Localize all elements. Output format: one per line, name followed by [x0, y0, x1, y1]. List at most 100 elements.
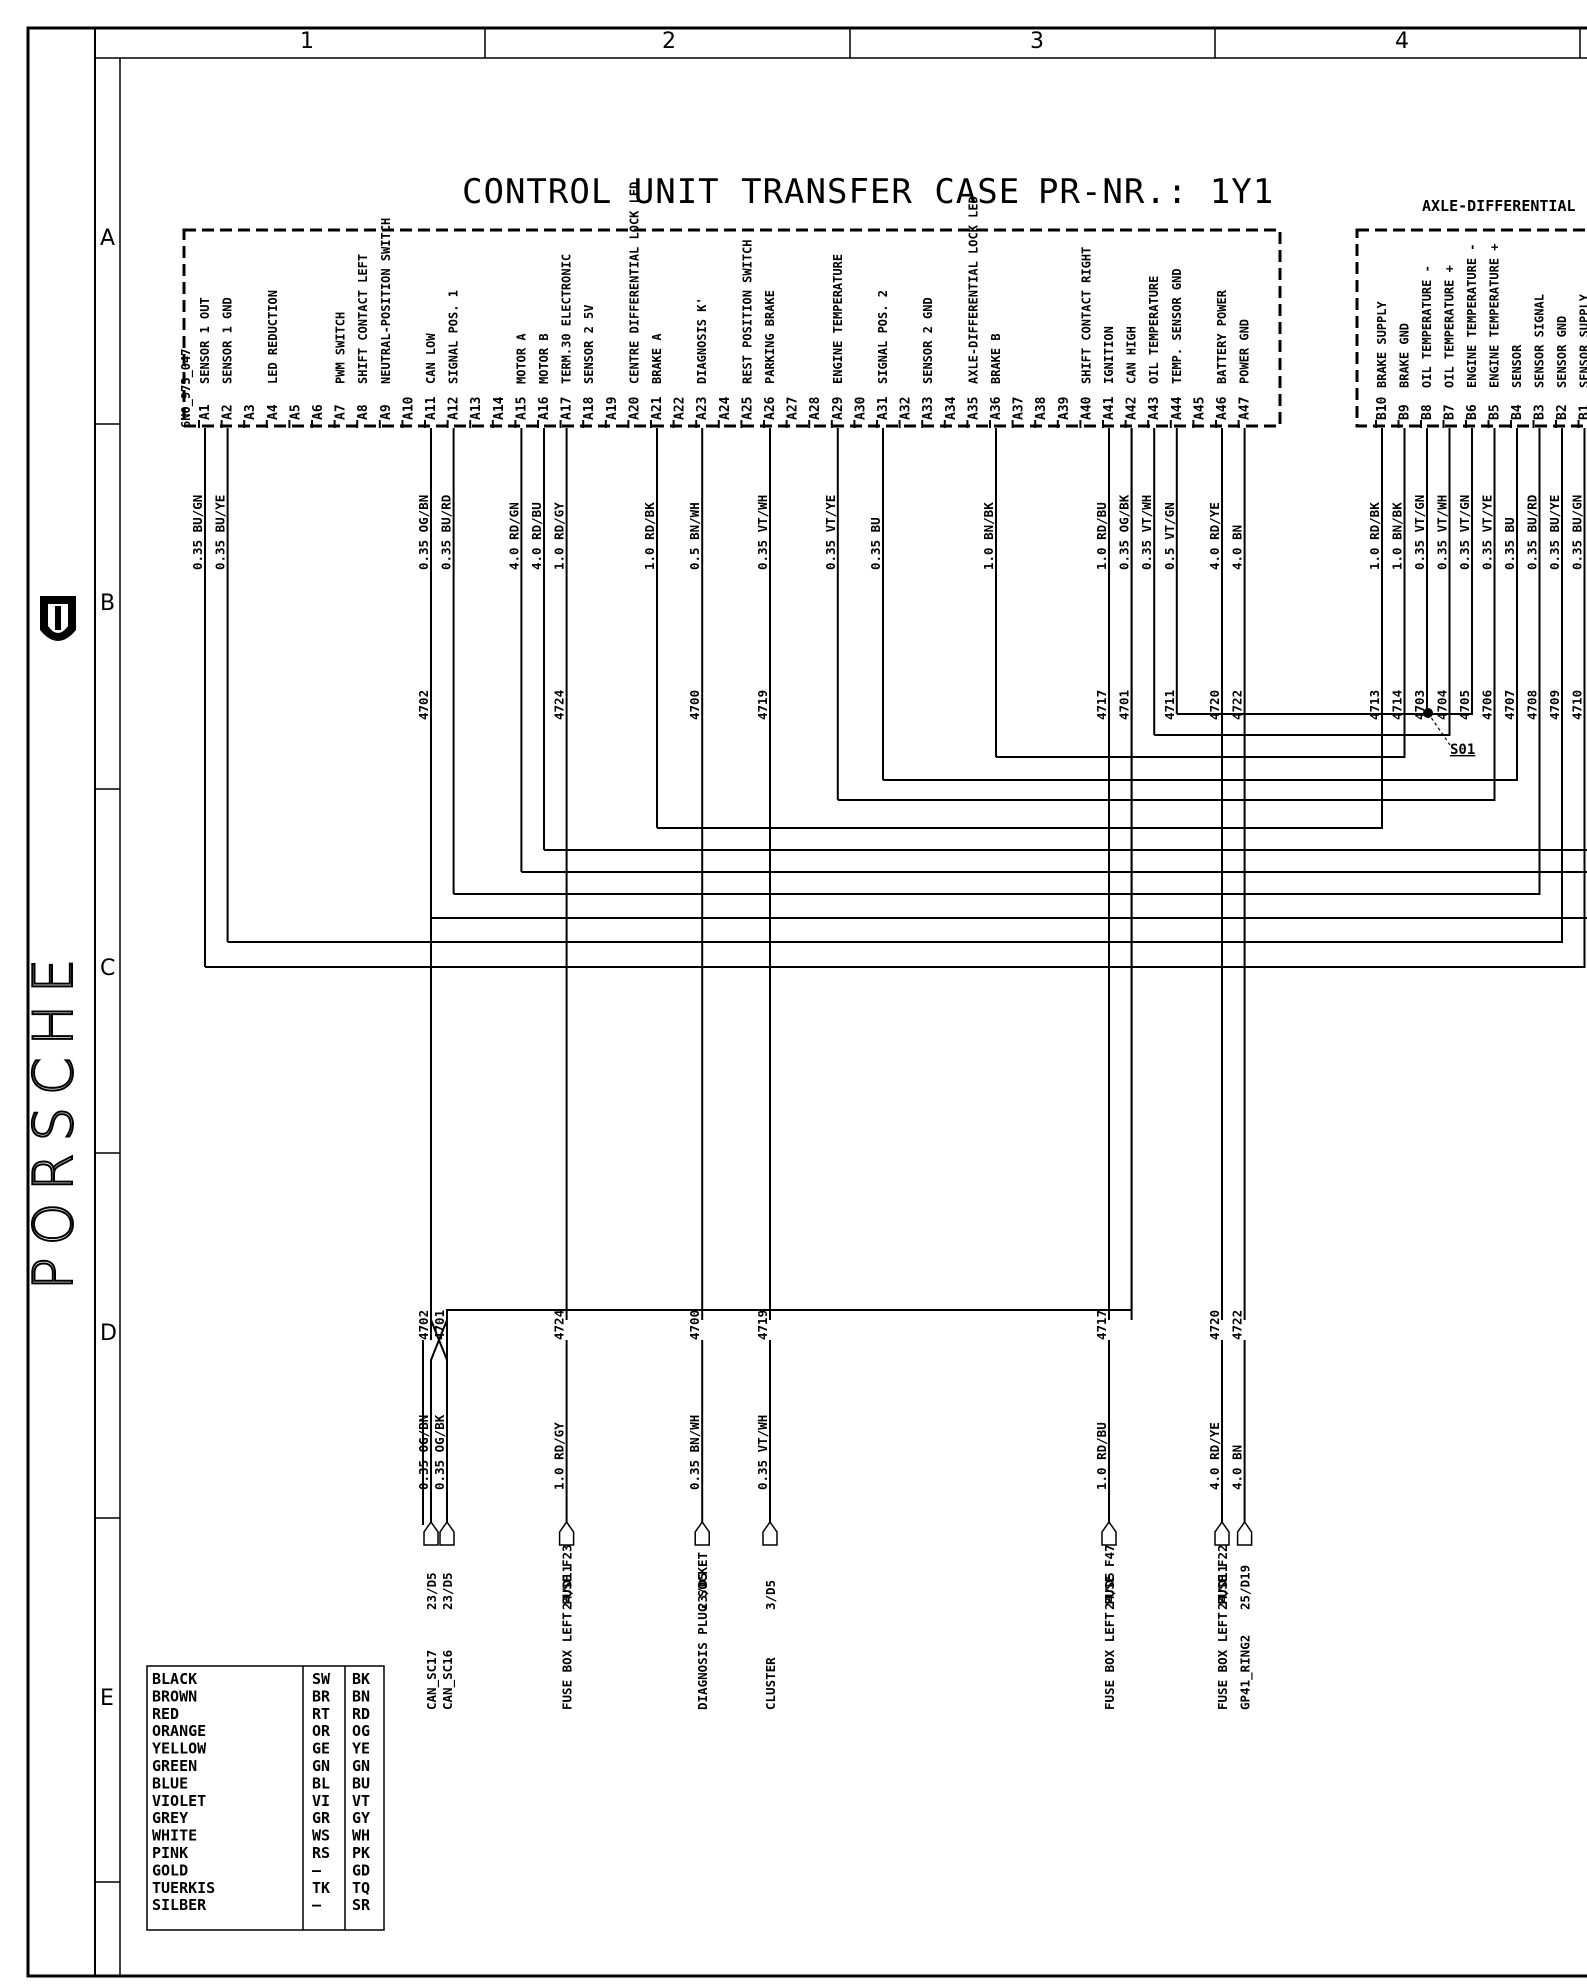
legend-color-name: RED: [152, 1705, 179, 1723]
wire-link: [205, 428, 1586, 968]
pin-number: A22: [673, 397, 688, 420]
right-pin-number: B10: [1375, 396, 1390, 420]
splice-leader: [1427, 712, 1451, 746]
pin-number: A46: [1215, 396, 1230, 420]
pin-number: A34: [944, 396, 959, 420]
wire-number: 4711: [1162, 690, 1177, 720]
pin-number: A42: [1125, 397, 1140, 420]
pin-label: BRAKE B: [989, 333, 1003, 384]
wire-label: 0.35 BU/RD: [439, 495, 454, 570]
pin-number: A17: [560, 397, 575, 420]
pin-number: A8: [356, 404, 371, 420]
wire-number: 4720: [1207, 690, 1222, 720]
porsche-logo: PORSCHE: [22, 947, 85, 1290]
wire-number: 4719: [755, 690, 770, 720]
pin-label: MOTOR B: [537, 333, 551, 384]
pin-label: SHIFT CONTACT LEFT: [356, 254, 370, 384]
wire-label: 1.0 RD/BU: [1094, 502, 1109, 570]
wire-label: 1.0 RD/BK: [642, 502, 657, 570]
right-pin-label: ENGINE TEMPERATURE +: [1488, 244, 1502, 389]
wire-label: 1.0 BN/BK: [981, 502, 996, 570]
legend-color-name: BROWN: [152, 1687, 197, 1705]
pin-number: A15: [514, 397, 529, 420]
wire-link: [227, 428, 1563, 943]
pin-label: AXLE-DIFFERENTIAL LOCK LED: [966, 196, 980, 384]
pin-label: ENGINE TEMPERATURE: [831, 254, 845, 384]
pin-number: A3: [243, 404, 258, 420]
right-wire-number: 4709: [1547, 690, 1562, 720]
legend-color-name: YELLOW: [152, 1740, 207, 1758]
right-wire-label: 0.35 BU/RD: [1525, 495, 1540, 570]
right-wire-label: 1.0 BN/BK: [1390, 502, 1405, 570]
wire-link: [996, 428, 1406, 758]
pin-number: A14: [492, 396, 507, 420]
right-pin-label: SENSOR: [1510, 344, 1524, 388]
connector-box-right: [1355, 228, 1587, 428]
wire-label: 0.5 BN/WH: [687, 502, 702, 570]
wire-number: 4717: [1094, 690, 1109, 720]
wire-link: [657, 428, 1383, 829]
pin-number: A12: [447, 397, 462, 420]
pin-label: SIGNAL POS. 1: [447, 290, 461, 384]
legend-color-de: VI: [312, 1792, 330, 1810]
wire-label: 0.35 VT/WH: [1139, 495, 1154, 570]
pin-number: A24: [718, 396, 733, 420]
pin-label: SHIFT CONTACT RIGHT: [1079, 247, 1093, 384]
pin-label: LED REDUCTION: [266, 290, 280, 384]
wire-label: 0.35 VT/WH: [755, 495, 770, 570]
right-wire-label: 1.0 RD/BK: [1367, 502, 1382, 570]
legend-color-en: BU: [352, 1774, 370, 1792]
connector-pin-icon: [1236, 1520, 1253, 1546]
right-wire-number: 4710: [1570, 690, 1585, 720]
pin-number: A30: [853, 396, 868, 420]
right-pin-number: B2: [1555, 404, 1570, 420]
right-wire-label: 0.35 VT/WH: [1435, 495, 1450, 570]
lower-wire-number: 4719: [755, 1310, 770, 1340]
right-wire-label: 0.35 VT/GN: [1457, 495, 1472, 570]
lower-dest: GP41_RING2: [1238, 1635, 1254, 1710]
pin-number: A7: [334, 404, 349, 420]
grid-row-b: B: [100, 591, 115, 616]
legend-color-de: TK: [312, 1879, 330, 1897]
lower-wire-number: 4720: [1207, 1310, 1222, 1340]
connector-pin-icon: [423, 1520, 439, 1546]
wire-label: 4.0 RD/BU: [529, 502, 544, 570]
right-wire-number: 4704: [1435, 690, 1450, 720]
lower-ref: 3/D5: [763, 1580, 778, 1610]
legend-color-en: BK: [352, 1670, 370, 1688]
lower-wire-label: 1.0 RD/GY: [552, 1422, 567, 1490]
right-pin-number: B7: [1443, 404, 1458, 420]
wire-link: [883, 428, 1518, 781]
lower-wire-number: 4700: [687, 1310, 702, 1340]
wire-cross: [430, 1319, 448, 1525]
lower-dest: FUSE BOX LEFT FUSE F47: [1102, 1544, 1117, 1710]
pin-number: A40: [1079, 396, 1094, 420]
legend-color-en: PK: [352, 1844, 370, 1862]
legend-color-de: —: [312, 1861, 322, 1879]
wire-link: [446, 1309, 1132, 1320]
legend-color-de: GE: [312, 1740, 330, 1758]
pin-number: A1: [198, 404, 213, 420]
lower-ref: 23/D5: [440, 1572, 455, 1610]
right-wire-number: 4705: [1457, 690, 1472, 720]
wire-label: 0.35 BU/GN: [190, 495, 205, 570]
wire-number: 4724: [552, 690, 567, 720]
pin-number: A37: [1012, 397, 1027, 420]
wire-link: [1154, 428, 1451, 736]
legend-color-name: GREEN: [152, 1757, 197, 1775]
pin-number: A44: [1170, 396, 1185, 420]
connector-pin-icon: [439, 1520, 455, 1546]
lower-dest: CLUSTER: [763, 1657, 778, 1710]
lower-dest: CAN_SC17: [424, 1650, 440, 1710]
pr-number: PR-NR.: 1Y1: [1038, 172, 1274, 212]
lower-wire-label: 0.35 VT/WH: [755, 1415, 770, 1490]
legend-color-name: BLUE: [152, 1774, 188, 1792]
right-pin-label: SENSOR GND: [1555, 316, 1569, 388]
pin-number: A13: [469, 397, 484, 420]
pin-number: A38: [1034, 396, 1049, 420]
right-pin-number: B9: [1398, 404, 1413, 420]
pin-number: A10: [401, 396, 416, 420]
wire-label: 4.0 BN: [1230, 525, 1245, 570]
